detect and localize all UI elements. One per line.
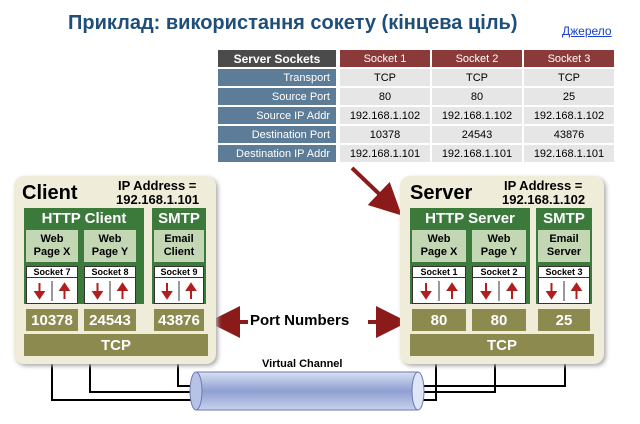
table-cell: 192.168.1.101 xyxy=(524,145,614,162)
table-cell: 10378 xyxy=(340,126,430,143)
down-arrow-icon xyxy=(420,283,432,300)
socket-arrows-icon xyxy=(33,281,71,301)
server-name: Server xyxy=(410,182,473,204)
source-link[interactable]: Джерело xyxy=(562,24,612,38)
client-ip-label: IP Address = xyxy=(118,178,197,193)
socket-arrows-icon xyxy=(420,281,458,301)
port-numbers-label: Port Numbers xyxy=(250,312,350,329)
table-row-label: Source Port xyxy=(218,88,336,105)
socket-box: Socket 7 xyxy=(26,266,78,304)
down-arrow-icon xyxy=(480,283,492,300)
socket-box: Socket 2 xyxy=(472,266,526,304)
server-ip-label: IP Address = xyxy=(504,178,583,193)
table-cell: 192.168.1.101 xyxy=(340,145,430,162)
app-box: Web Page X xyxy=(26,230,78,262)
down-arrow-icon xyxy=(33,283,46,300)
table-cell: 25 xyxy=(524,88,614,105)
table-socket-header: Socket 3 xyxy=(524,50,614,67)
app-box: Web Page Y xyxy=(84,230,136,262)
socket-label: Socket 8 xyxy=(85,267,135,278)
client-name: Client xyxy=(22,182,78,204)
up-arrow-icon xyxy=(116,282,129,299)
socket-label: Socket 1 xyxy=(413,267,465,278)
table-to-server-arrow xyxy=(350,166,402,216)
table-row-label: Source IP Addr xyxy=(218,107,336,124)
table-row-label: Transport xyxy=(218,69,336,86)
socket-box: Socket 1 xyxy=(412,266,466,304)
table-socket-header: Socket 2 xyxy=(432,50,522,67)
socket-box: Socket 9 xyxy=(154,266,204,304)
table-cell: 192.168.1.102 xyxy=(432,107,522,124)
client-tcp-bar: TCP xyxy=(24,334,208,356)
app-box: Web Page Y xyxy=(472,230,526,262)
table-cell: 192.168.1.102 xyxy=(524,107,614,124)
table-row-label: Destination Port xyxy=(218,126,336,143)
socket-arrows-icon xyxy=(545,281,583,301)
server-ip: 192.168.1.102 xyxy=(502,192,586,207)
up-arrow-icon xyxy=(185,282,197,299)
table-cell: 192.168.1.101 xyxy=(432,145,522,162)
table-cell: 80 xyxy=(340,88,430,105)
table-cell: 24543 xyxy=(432,126,522,143)
down-arrow-icon xyxy=(91,283,104,300)
up-arrow-icon xyxy=(506,282,518,299)
port-number-box: 10378 xyxy=(26,309,78,331)
port-number-box: 24543 xyxy=(84,309,136,331)
socket-label: Socket 3 xyxy=(539,267,589,278)
up-arrow-icon xyxy=(58,282,71,299)
socket-arrows-icon xyxy=(91,281,129,301)
table-cell: 43876 xyxy=(524,126,614,143)
table-cell: 192.168.1.102 xyxy=(340,107,430,124)
port-number-box: 25 xyxy=(538,309,590,331)
down-arrow-icon xyxy=(545,283,558,300)
up-arrow-icon xyxy=(446,282,458,299)
socket-box: Socket 3 xyxy=(538,266,590,304)
app-box: Email Server xyxy=(538,230,590,262)
socket-label: Socket 9 xyxy=(155,267,203,278)
virtual-channel-label: Virtual Channel xyxy=(262,358,343,370)
table-cell: TCP xyxy=(432,69,522,86)
table-cell: 80 xyxy=(432,88,522,105)
up-arrow-icon xyxy=(570,282,583,299)
server-smtp-label: SMTP xyxy=(543,210,585,227)
table-row-label: Destination IP Addr xyxy=(218,145,336,162)
port-number-box: 43876 xyxy=(154,309,204,331)
virtual-channel xyxy=(189,371,425,411)
socket-arrows-icon xyxy=(161,281,197,301)
table-cell: TCP xyxy=(340,69,430,86)
client-http-label: HTTP Client xyxy=(41,210,127,227)
table-header: Server Sockets xyxy=(218,50,336,67)
server-tcp-bar: TCP xyxy=(410,334,594,356)
socket-box: Socket 8 xyxy=(84,266,136,304)
table-cell: TCP xyxy=(524,69,614,86)
app-box: Email Client xyxy=(154,230,204,262)
socket-arrows-icon xyxy=(480,281,518,301)
socket-label: Socket 2 xyxy=(473,267,525,278)
client-ip: 192.168.1.101 xyxy=(116,192,200,207)
port-number-box: 80 xyxy=(472,309,526,331)
server-http-label: HTTP Server xyxy=(425,210,515,227)
socket-label: Socket 7 xyxy=(27,267,77,278)
client-smtp-label: SMTP xyxy=(158,210,200,227)
table-socket-header: Socket 1 xyxy=(340,50,430,67)
app-box: Web Page X xyxy=(412,230,466,262)
page-title: Приклад: використання сокету (кінцева ці… xyxy=(68,12,518,34)
port-number-box: 80 xyxy=(412,309,466,331)
down-arrow-icon xyxy=(161,283,173,300)
